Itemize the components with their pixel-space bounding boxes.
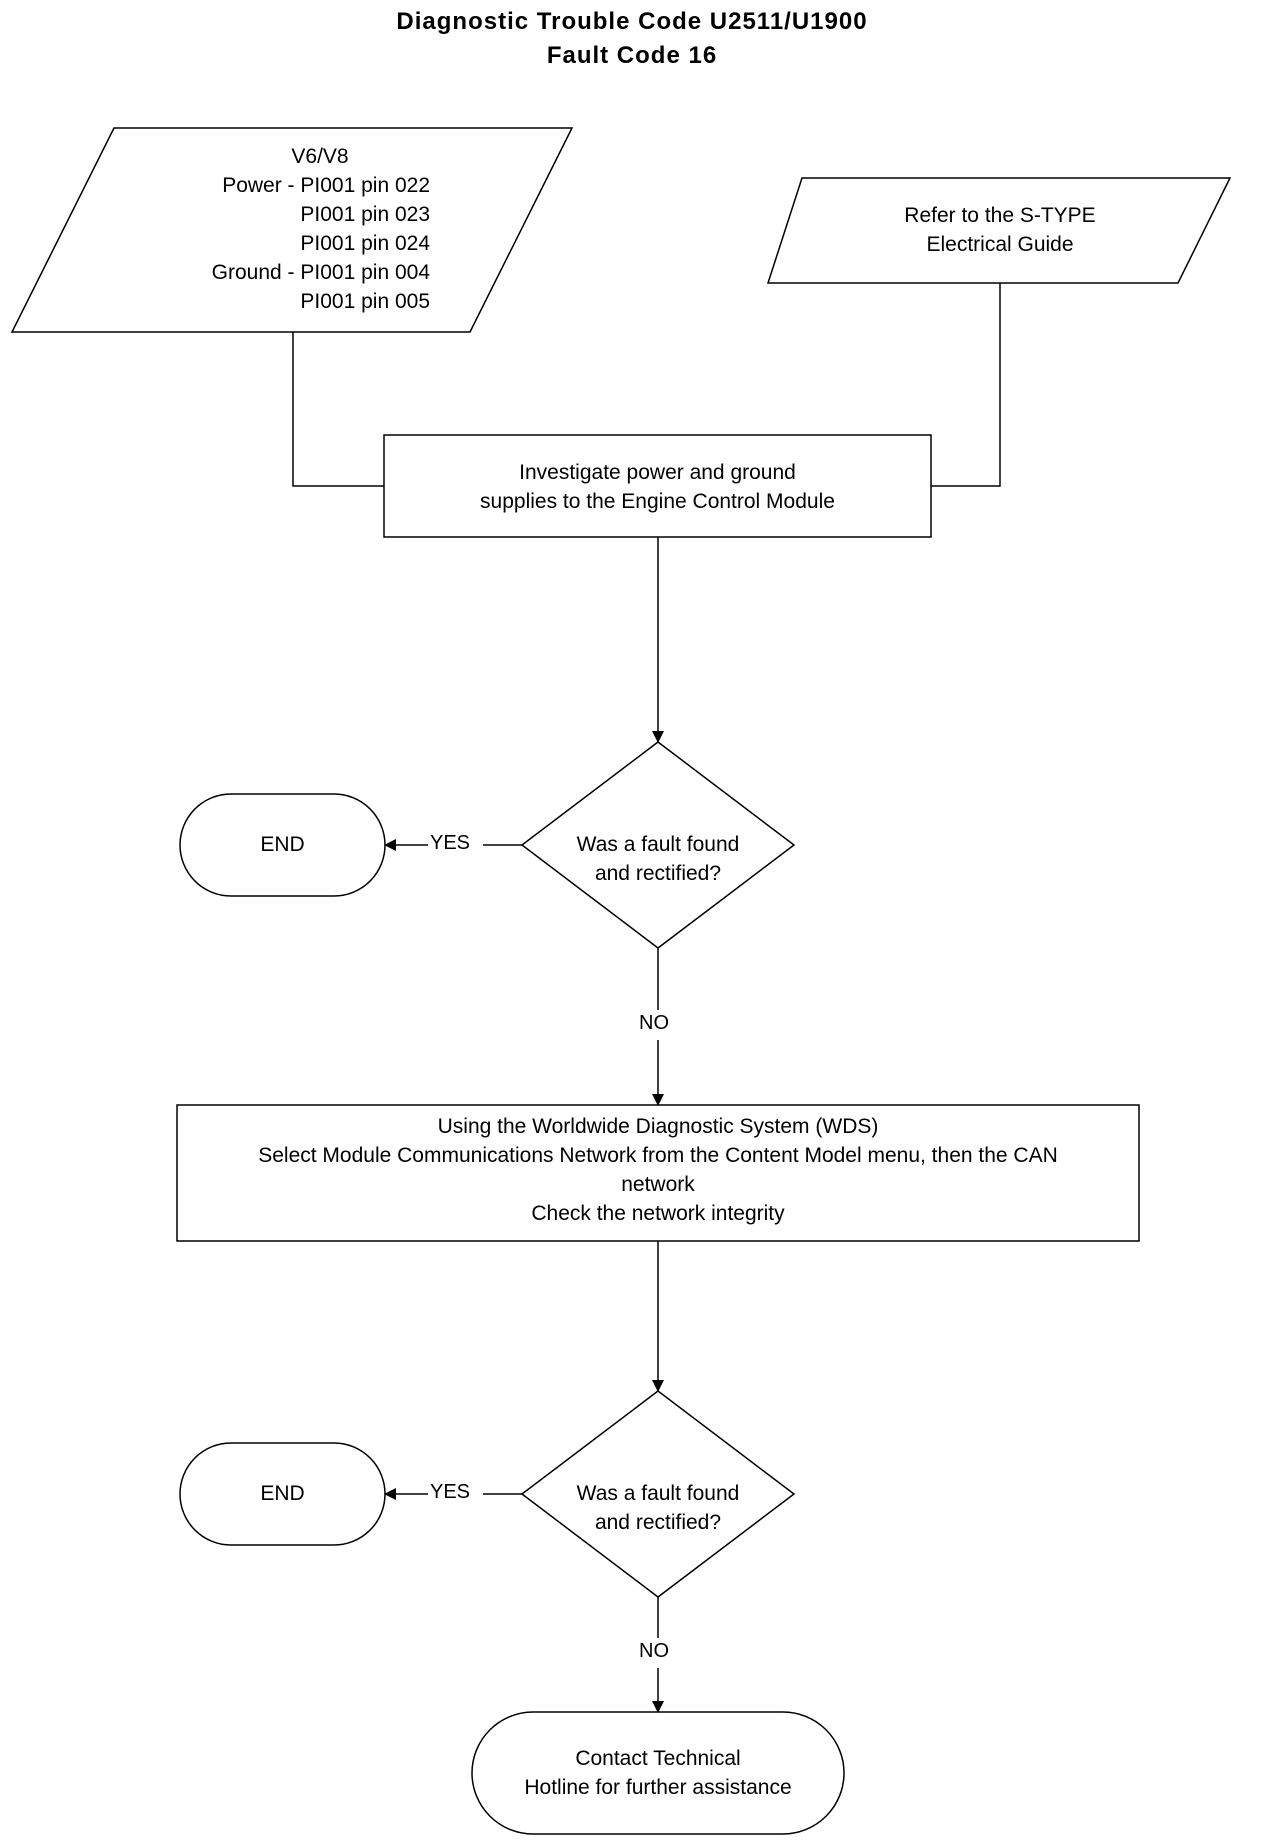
end1-label: END: [260, 833, 305, 856]
pins-line-5: PI001 pin 005: [300, 290, 430, 313]
pins-header: V6/V8: [291, 145, 349, 168]
pins-to-investigate-connector: [292, 332, 384, 487]
decision1-yes-label: YES: [428, 832, 473, 855]
pins-text: V6/V8 Power - PI001 pin 022 PI001 pin 02…: [150, 142, 430, 316]
pins-line-3: PI001 pin 024: [300, 232, 430, 255]
refer-to-investigate-connector: [931, 283, 1001, 487]
pins-line-2: PI001 pin 023: [300, 203, 430, 226]
contact-text: Contact Technical Hotline for further as…: [524, 1747, 792, 1799]
pins-line-1: Power - PI001 pin 022: [222, 174, 430, 197]
end2-label: END: [260, 1482, 305, 1505]
decision2-text: Was a fault found and rectified?: [576, 1482, 740, 1534]
diagram-subtitle: Fault Code 16: [546, 42, 718, 69]
decision1-text: Was a fault found and rectified?: [576, 833, 740, 885]
investigate-text: Investigate power and ground supplies to…: [480, 461, 835, 513]
refer-text: Refer to the S-TYPE Electrical Guide: [904, 204, 1096, 256]
decision2-yes-label: YES: [428, 1481, 473, 1504]
wds-text: Using the Worldwide Diagnostic System (W…: [258, 1115, 1058, 1225]
diagram-title: Diagnostic Trouble Code U2511/U1900: [396, 8, 868, 35]
pins-line-4: Ground - PI001 pin 004: [211, 261, 430, 284]
decision1-no-label: NO: [637, 1012, 671, 1035]
refer-parallelogram: [766, 177, 1232, 284]
decision2-no-label: NO: [637, 1640, 671, 1663]
pins-parallelogram: [10, 127, 574, 333]
